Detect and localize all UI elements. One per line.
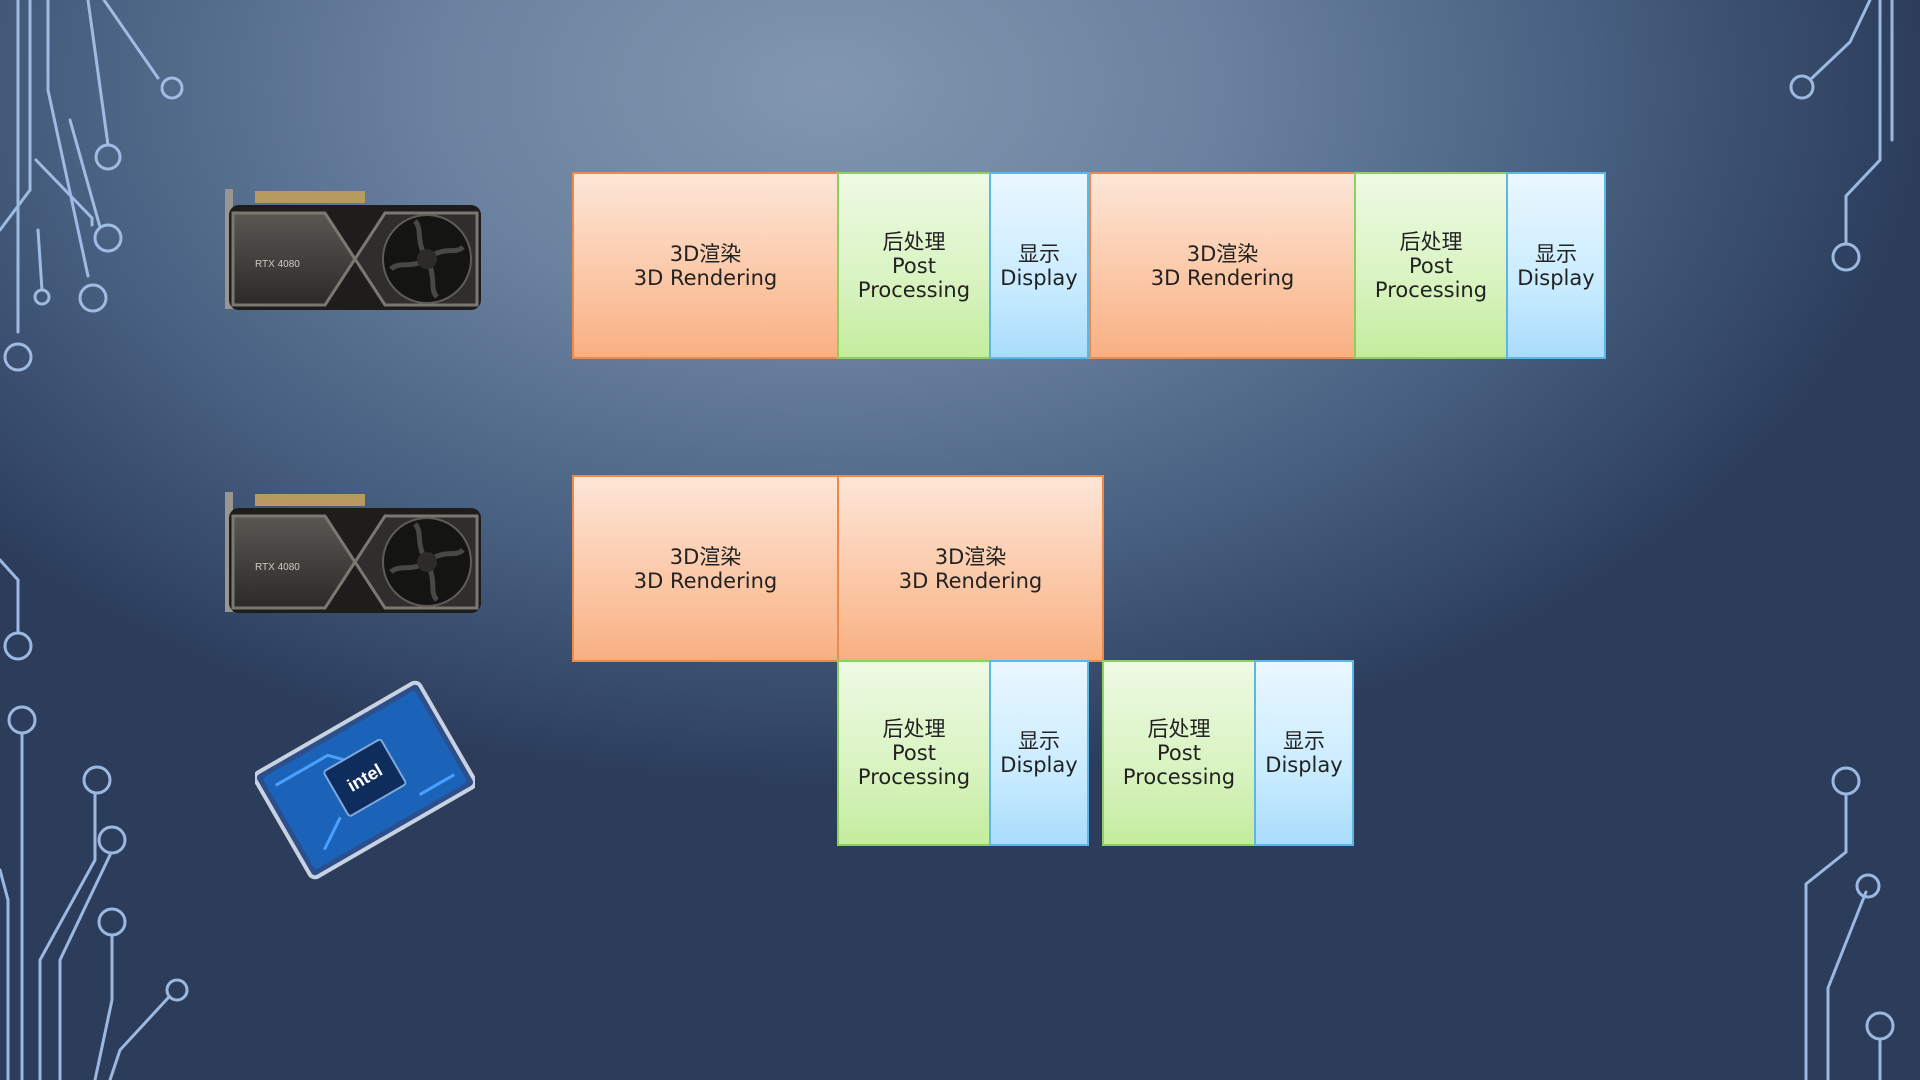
stage-post-processing: 后处理 Post Processing: [1102, 660, 1256, 846]
gpu-card-icon: RTX 4080: [225, 492, 481, 613]
stage-label-cn: 显示: [1283, 729, 1325, 753]
stage-label-cn: 3D渲染: [669, 241, 742, 266]
stage-label-en: Post: [1157, 741, 1201, 765]
stage-display: 显示 Display: [989, 172, 1089, 359]
stage-post-processing: 后处理 Post Processing: [837, 172, 991, 359]
stage-label-cn: 后处理: [882, 229, 946, 254]
stage-label-en: Processing: [857, 765, 971, 789]
stage-label-en: Post: [892, 741, 936, 765]
stage-3d-rendering: 3D渲染 3D Rendering: [572, 172, 839, 359]
stage-label-en: Display: [1000, 265, 1078, 290]
stage-label-cn: 3D渲染: [934, 544, 1007, 569]
gpu-model-label: RTX 4080: [255, 259, 300, 270]
stage-label-cn: 显示: [1018, 241, 1060, 266]
stage-label-cn: 后处理: [1147, 717, 1211, 741]
stage-label-en: Processing: [1122, 765, 1236, 789]
gpu-card-icon: RTX 4080: [225, 189, 481, 310]
stage-post-processing: 后处理 Post Processing: [1354, 172, 1508, 359]
stage-3d-rendering: 3D渲染 3D Rendering: [837, 475, 1104, 662]
stage-label-en: 3D Rendering: [1150, 265, 1295, 290]
gpu-model-label: RTX 4080: [255, 562, 300, 573]
stage-3d-rendering: 3D渲染 3D Rendering: [1089, 172, 1356, 359]
intel-chip-icon: intel: [255, 680, 475, 880]
stage-label-en: 3D Rendering: [898, 568, 1043, 593]
stage-label-en: Display: [1517, 265, 1595, 290]
stage-label-cn: 3D渲染: [669, 544, 742, 569]
stage-post-processing: 后处理 Post Processing: [837, 660, 991, 846]
stage-label-en: Display: [1265, 753, 1343, 777]
stage-label-cn: 后处理: [882, 717, 946, 741]
stage-label-cn: 3D渲染: [1186, 241, 1259, 266]
stage-label-en: Post: [892, 253, 936, 278]
stage-label-en: Processing: [1374, 277, 1488, 302]
stage-label-en: Display: [1000, 753, 1078, 777]
stage-label-en: 3D Rendering: [633, 265, 778, 290]
stage-label-cn: 显示: [1535, 241, 1577, 266]
stage-display: 显示 Display: [1506, 172, 1606, 359]
stage-display: 显示 Display: [989, 660, 1089, 846]
stage-display: 显示 Display: [1254, 660, 1354, 846]
stage-label-en: 3D Rendering: [633, 568, 778, 593]
stage-label-cn: 后处理: [1399, 229, 1463, 254]
stage-label-cn: 显示: [1018, 729, 1060, 753]
stage-3d-rendering: 3D渲染 3D Rendering: [572, 475, 839, 662]
stage-label-en: Post: [1409, 253, 1453, 278]
stage-label-en: Processing: [857, 277, 971, 302]
